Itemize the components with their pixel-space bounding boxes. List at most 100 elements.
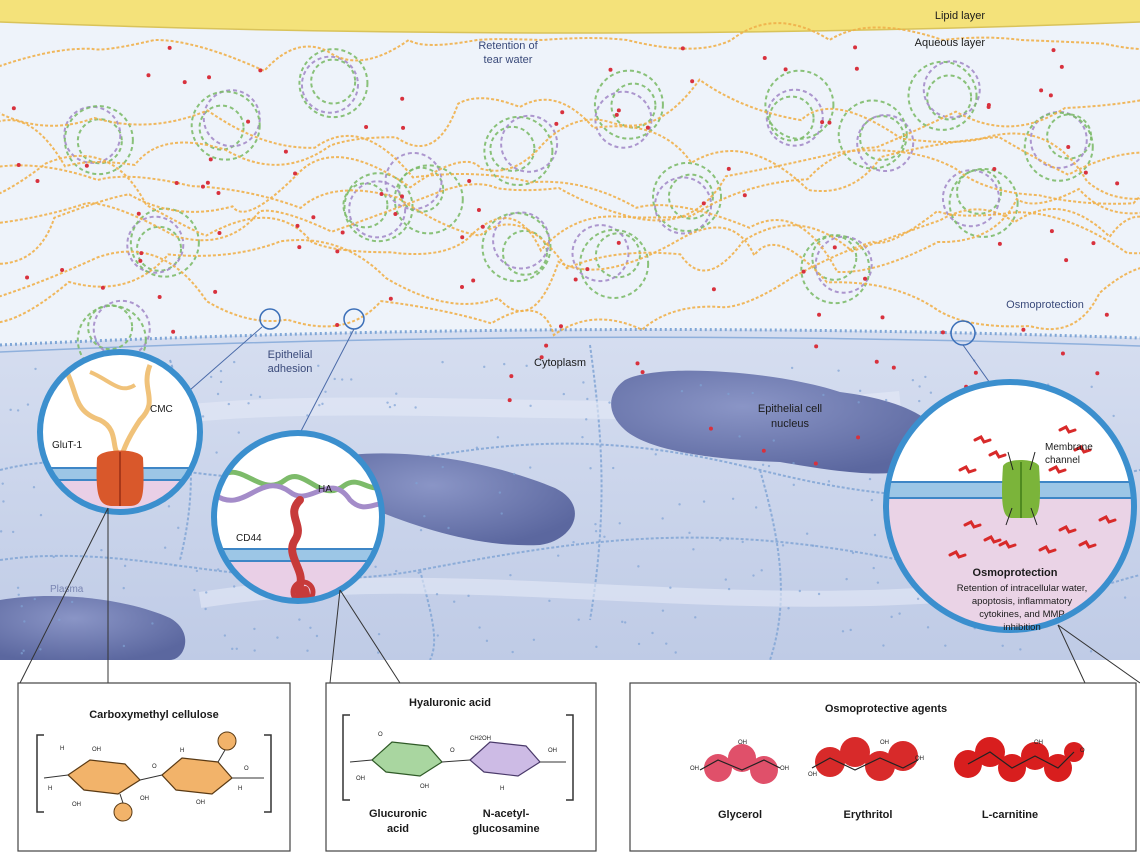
water-dot [1091,241,1096,246]
osmolyte [1038,545,1057,554]
water-dot [399,194,404,199]
ha-atom-oh: OH [356,776,365,782]
ha-atom-oh: OH [548,748,557,754]
cytoplasm-speck [483,365,486,369]
cytoplasm-speck [39,513,43,517]
mucin-coil [348,180,407,239]
mucin-strand [0,210,1140,337]
cytoplasm-speck [435,593,439,596]
glycerol-oh-3: OH [780,766,789,772]
mucin-coil [948,167,1019,238]
cytoplasm-speck [235,647,238,650]
water-dot [139,251,144,256]
lcarnitine-oh: OH [1034,740,1043,746]
cytoplasm-speck [173,564,177,567]
cytoplasm-speck [34,367,37,371]
water-dot [832,245,837,250]
lipid-layer [0,0,1140,34]
cytoplasm-speck [1123,596,1127,599]
water-dot [213,289,218,294]
cytoplasm-speck [651,631,654,635]
mucin-coil [136,225,183,272]
cytoplasm-speck [678,503,681,506]
cytoplasm-speck [17,593,20,596]
mucin-coil [1023,111,1094,182]
cytoplasm-speck [258,395,262,399]
mucin-coil [483,116,554,187]
cytoplasm-speck [511,650,514,654]
osmolyte [983,535,1002,544]
cytoplasm-speck [16,586,20,589]
cytoplasm-speck [851,551,855,555]
cytoplasm-speck [692,548,695,551]
mucin-coil [922,60,981,119]
cytoplasm-label: Cytoplasm [534,357,586,369]
water-dot [1104,312,1109,317]
osmolyte [973,435,992,444]
cytoplasm-speck [452,600,456,603]
cytoplasm-speck [817,592,821,596]
water-dot [1049,229,1054,234]
cytoplasm-speck [1090,385,1093,389]
cytoplasm-speck [423,514,426,518]
cytoplasm-speck [496,436,500,439]
cytoplasm-speck [577,618,580,621]
cytoplasm-speck [374,565,377,569]
water-dot [1021,327,1026,332]
cytoplasm-speck [233,360,236,364]
water-dot [200,184,205,189]
cytoplasm-speck [738,435,741,438]
mucin-coil [393,164,464,235]
water-dot [1060,351,1065,356]
nacetyl-label-2: glucosamine [472,823,539,835]
cytoplasm-speck [608,401,611,404]
cmc-atom-oh: OH [92,747,101,753]
panel-osmoprotective-agents: Osmoprotective agents OH OH OH Glycerol … [629,682,1137,852]
mucin-coil [76,118,123,165]
mucin-coil [76,304,147,375]
cytoplasm-speck [702,500,706,503]
water-dot [585,267,590,272]
water-dot [335,323,340,328]
water-dot [616,108,621,113]
cytoplasm-speck [532,638,536,641]
retention-label-1: Retention of [478,40,538,52]
water-dot [246,119,251,124]
mucin-coil [1029,110,1088,169]
cytoplasm-speck [585,418,588,421]
cytoplasm-speck [581,435,584,439]
ha-atom-o: O [450,748,455,754]
water-dot [174,180,179,185]
osmolyte [988,450,1007,459]
osmoprotection-top-label: Osmoprotection [1006,299,1084,311]
retention-label-2: tear water [484,54,533,66]
water-dot [216,190,221,195]
water-dot [1066,144,1071,149]
cytoplasm-speck [340,378,344,381]
cytoplasm-speck [726,537,730,541]
cytoplasm-speck [32,486,36,489]
cytoplasm-speck [193,588,196,592]
mucin-coil [129,207,200,278]
water-dot [393,211,398,216]
cytoplasm-speck [20,652,23,655]
glycerol-oh-1: OH [690,766,699,772]
osmolyte [1078,540,1097,549]
cmc-label: CMC [150,404,173,415]
water-dot [459,285,464,290]
mucin-coil [593,69,664,140]
cytoplasm-speck [467,594,470,598]
cytoplasm-speck [509,573,512,577]
mucin-coil [610,82,657,129]
cytoplasm-speck [772,439,775,442]
cmc-atom-oh: OH [140,796,149,802]
osmolyte [1058,525,1077,534]
water-dot [297,245,302,250]
water-dot [208,157,213,162]
water-dot [217,231,222,236]
water-dot [400,96,405,101]
cmc-atom-h: H [180,748,184,754]
cytoplasm-speck [321,402,324,406]
cytoplasm-speck [731,497,735,500]
water-dot [401,125,406,130]
